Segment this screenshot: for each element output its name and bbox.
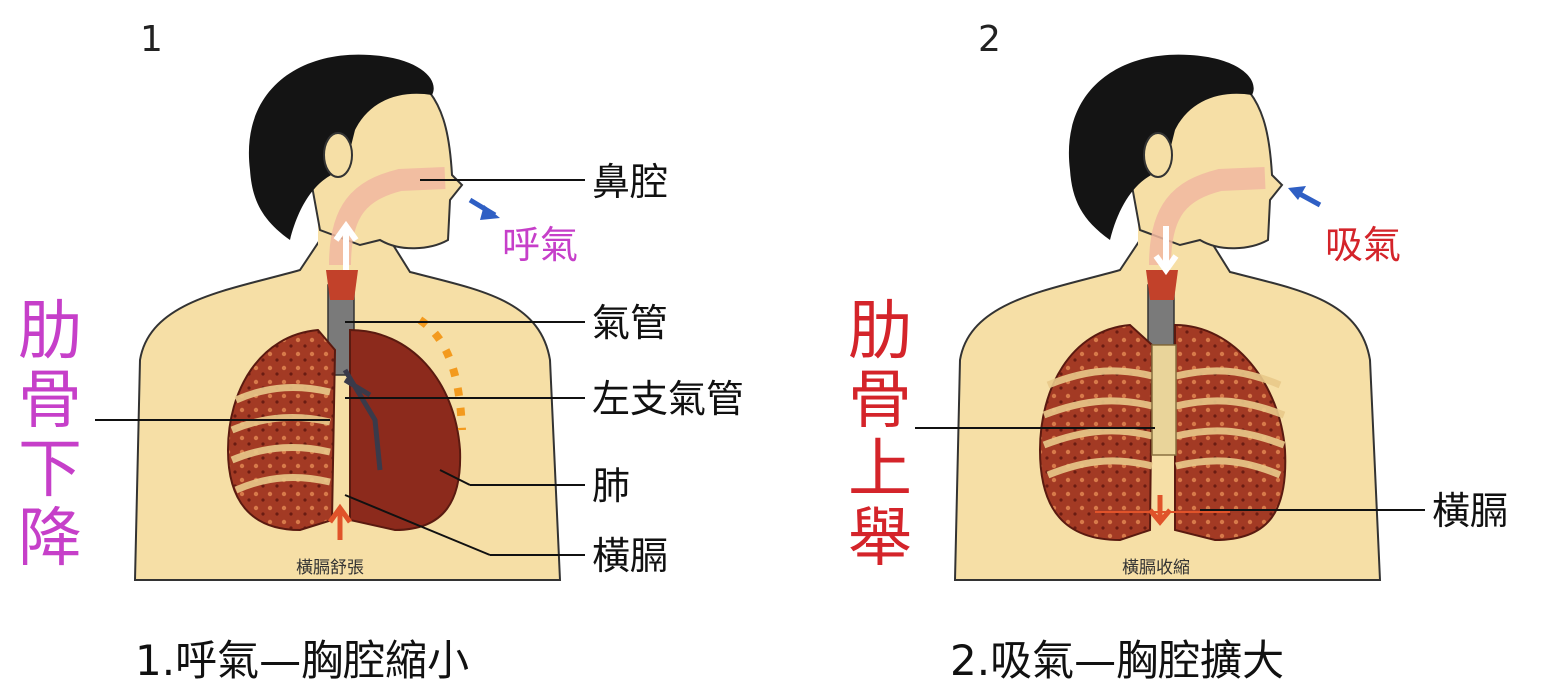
label-diaphragm: 橫膈	[592, 537, 668, 575]
inhale-arrow	[1298, 193, 1320, 205]
label-diaphragm: 橫膈	[1432, 492, 1508, 530]
label-lung: 肺	[592, 467, 630, 505]
panel-number: 2	[978, 22, 1001, 58]
figure-inhale	[915, 55, 1425, 580]
label-ribs-down: 肋 骨 下 降	[15, 298, 85, 574]
label-nasal-cavity: 鼻腔	[592, 163, 668, 201]
caption-exhale: 1.呼氣—胸腔縮小	[135, 640, 469, 682]
panel-number: 1	[140, 22, 163, 58]
label-exhale: 呼氣	[502, 226, 578, 264]
note-diaphragm-contract: 橫膈收縮	[1122, 560, 1190, 577]
larynx	[1146, 270, 1178, 300]
figure-exhale	[95, 55, 585, 580]
label-left-bronchus: 左支氣管	[592, 380, 744, 418]
label-inhale: 吸氣	[1325, 226, 1401, 264]
sternum	[1152, 345, 1176, 455]
caption-inhale: 2.吸氣—胸腔擴大	[950, 640, 1284, 682]
ear	[1144, 133, 1172, 177]
note-diaphragm-relax: 橫膈舒張	[296, 560, 364, 577]
label-trachea: 氣管	[592, 304, 668, 342]
label-ribs-up: 肋 骨 上 舉	[845, 298, 915, 574]
ear	[324, 133, 352, 177]
larynx	[326, 270, 358, 300]
